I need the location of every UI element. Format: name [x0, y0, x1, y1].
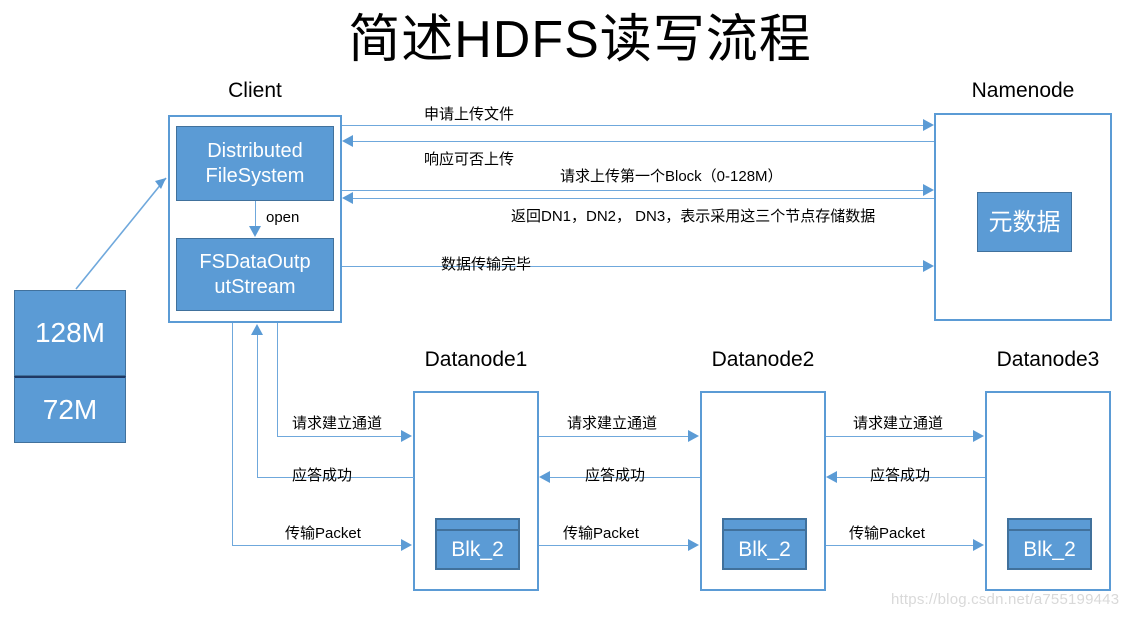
edge-response-upload-arrowhead	[342, 135, 353, 147]
edge-transfer-complete-line	[342, 266, 925, 267]
edge-c-dn1-packet-label: 传输Packet	[285, 525, 361, 542]
edge-transfer-complete-arrowhead	[923, 260, 934, 272]
edge-request-block-line	[342, 190, 925, 191]
edge-request-block-label: 请求上传第一个Block（0-128M）	[560, 168, 783, 185]
file-block-72m: 72M	[14, 376, 126, 443]
edge-dn1-dn2-packet-label: 传输Packet	[563, 525, 639, 542]
edge-dn1-dn2-request-label: 请求建立通道	[567, 415, 658, 432]
edge-response-upload-label: 响应可否上传	[424, 151, 515, 168]
edge-dn2-dn3-request-arrowhead	[973, 430, 984, 442]
datanode3-caption: Datanode3	[996, 348, 1100, 371]
open-connector-line	[255, 201, 256, 227]
edge-c-dn1-ack-vline	[257, 335, 258, 478]
datanode3-blk-header	[1009, 520, 1090, 531]
page-title: 简述HDFS读写流程	[348, 11, 812, 69]
edge-c-dn1-request-vline	[277, 323, 278, 436]
datanode2-blk-box: Blk_2	[722, 518, 807, 570]
file-block-128m-label: 128M	[34, 317, 106, 348]
datanode2-caption: Datanode2	[711, 348, 815, 371]
edge-transfer-complete-label: 数据传输完毕	[441, 256, 532, 273]
edge-dn2-dn3-ack-label: 应答成功	[870, 467, 931, 484]
source-file-blocks: 128M 72M	[14, 290, 126, 443]
edge-dn2-dn3-ack-line	[837, 477, 985, 478]
datanode1-blk-header	[437, 520, 518, 531]
edge-dn1-dn2-packet-line	[539, 545, 689, 546]
edge-dn2-dn3-packet-line	[826, 545, 974, 546]
edge-request-block-arrowhead	[923, 184, 934, 196]
datanode1-blk-box: Blk_2	[435, 518, 520, 570]
edge-c-dn1-request-hline	[277, 436, 402, 437]
edge-c-dn1-packet-arrowhead	[401, 539, 412, 551]
file-block-128m: 128M	[14, 290, 126, 376]
datanode1-caption: Datanode1	[424, 348, 528, 371]
edge-apply-upload-arrowhead	[923, 119, 934, 131]
client-caption: Client	[228, 79, 282, 102]
edge-c-dn1-request-label: 请求建立通道	[292, 415, 383, 432]
edge-dn2-dn3-packet-arrowhead	[973, 539, 984, 551]
edge-dn1-dn2-packet-arrowhead	[688, 539, 699, 551]
edge-c-dn1-ack-arrowhead	[251, 324, 263, 335]
datanode2-blk-header	[724, 520, 805, 531]
edge-apply-upload-line	[342, 125, 925, 126]
edge-c-dn1-ack-label: 应答成功	[292, 467, 353, 484]
edge-return-dn-arrowhead	[342, 192, 353, 204]
datanode2-blk-label: Blk_2	[738, 537, 791, 561]
edge-c-dn1-request-arrowhead	[401, 430, 412, 442]
edge-dn2-dn3-request-line	[826, 436, 974, 437]
edge-response-upload-line	[353, 141, 934, 142]
edge-return-dn-line	[353, 198, 934, 199]
datanode3-blk-label: Blk_2	[1023, 537, 1076, 561]
datanode3-blk-box: Blk_2	[1007, 518, 1092, 570]
edge-dn2-dn3-packet-label: 传输Packet	[849, 525, 925, 542]
edge-dn1-dn2-request-line	[539, 436, 689, 437]
edge-dn1-dn2-ack-label: 应答成功	[585, 467, 646, 484]
namenode-caption: Namenode	[971, 79, 1075, 102]
datanode1-blk-label: Blk_2	[451, 537, 504, 561]
file-block-72m-label: 72M	[42, 394, 98, 425]
edge-dn1-dn2-ack-arrowhead	[539, 471, 550, 483]
watermark: https://blog.csdn.net/a755199443	[891, 591, 1120, 608]
edge-dn2-dn3-ack-arrowhead	[826, 471, 837, 483]
edge-dn1-dn2-request-arrowhead	[688, 430, 699, 442]
edge-c-dn1-packet-vline	[232, 323, 233, 546]
edge-dn1-dn2-ack-line	[550, 477, 700, 478]
edge-return-dn-label: 返回DN1，DN2， DN3，表示采用这三个节点存储数据	[511, 208, 876, 225]
namenode-metadata-label: 元数据	[988, 208, 1061, 236]
namenode-metadata-box: 元数据	[977, 192, 1072, 252]
edge-dn2-dn3-request-label: 请求建立通道	[853, 415, 944, 432]
edge-apply-upload-label: 申请上传文件	[424, 106, 515, 123]
edge-c-dn1-ack-hline	[257, 477, 414, 478]
edge-c-dn1-packet-hline	[232, 545, 402, 546]
client-inner-frame	[172, 119, 338, 319]
open-label: open	[266, 209, 300, 226]
open-arrowhead	[249, 226, 261, 237]
